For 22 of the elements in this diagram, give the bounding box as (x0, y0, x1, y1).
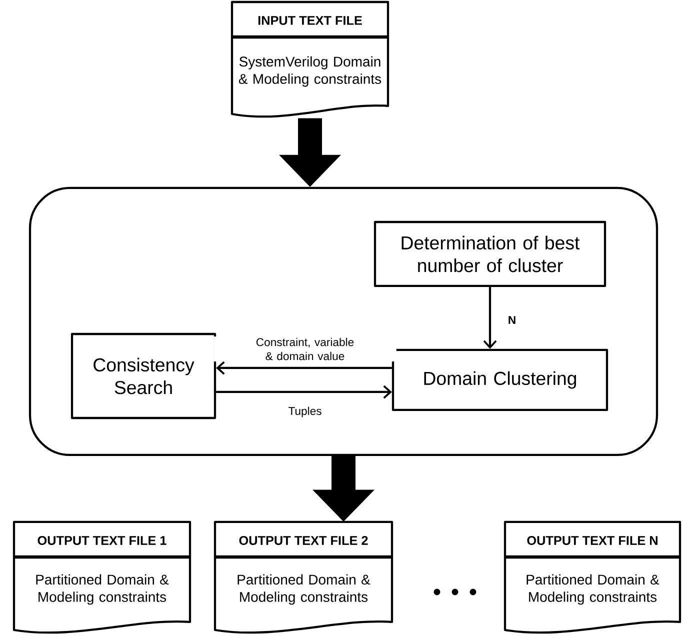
edge-label: N (508, 316, 516, 324)
edge-label: Tuples (288, 406, 322, 418)
header-text: OUTPUT TEXT FILE 2 (239, 536, 368, 545)
document-shape (214, 520, 394, 634)
body-text: Partitioned Domain & Modeling constraints (238, 574, 370, 605)
process-box: Determination of best number of cluster (374, 220, 606, 288)
body-text: Partitioned Domain & Modeling constraints (526, 574, 660, 605)
arrow (216, 385, 392, 399)
header-text: OUTPUT TEXT FILE N (527, 536, 658, 545)
edge-label: Constraint, variable & domain value (256, 338, 354, 360)
document-shape (230, 0, 390, 118)
body-text: SystemVerilog Domain & Modeling constraints (238, 56, 382, 87)
process-box: Consistency Search (70, 332, 216, 420)
arrow (483, 287, 497, 349)
header-text: OUTPUT TEXT FILE 1 (38, 536, 166, 545)
process-box: Domain Clustering (392, 348, 608, 412)
body-text: Partitioned Domain & Modeling constraints (36, 574, 169, 605)
header-text: INPUT TEXT FILE (258, 16, 362, 25)
rounded-frame (28, 186, 658, 456)
document-shape (504, 520, 682, 634)
arrow (216, 361, 392, 375)
document-shape (12, 520, 192, 634)
